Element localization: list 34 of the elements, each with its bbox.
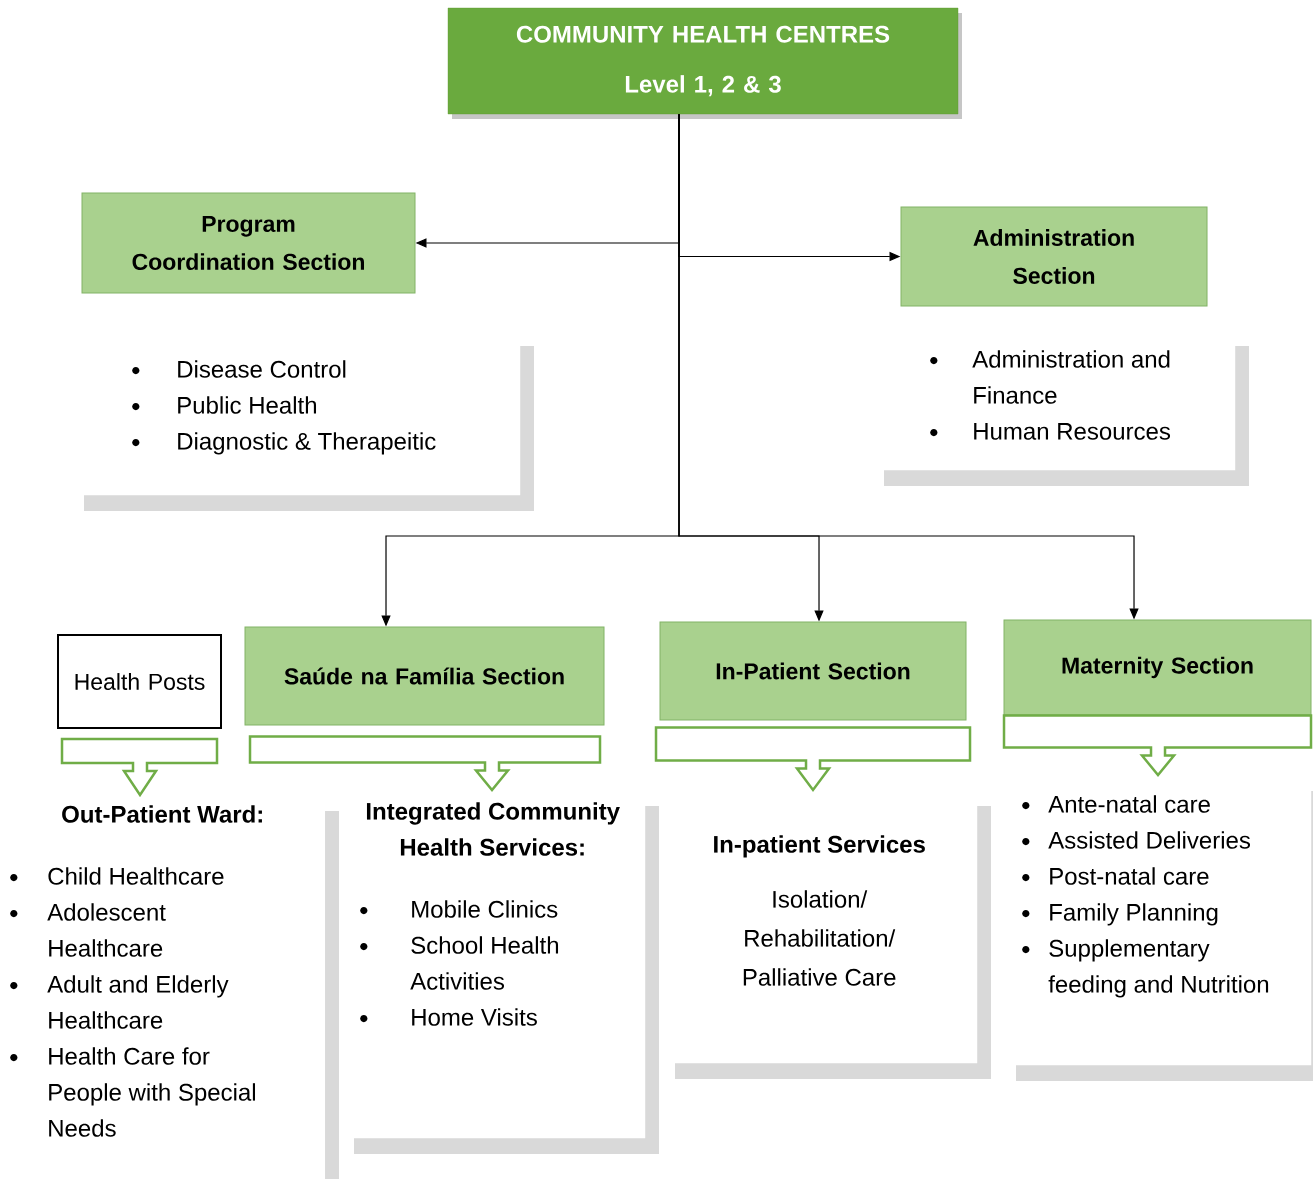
title-box: COMMUNITY HEALTH CENTRES Level 1, 2 & 3 (447, 7, 962, 119)
list-card: In-patient Services Isolation/ Rehabilitation/ Palliative Care (661, 790, 991, 1079)
node-label: Public Health (178, 396, 317, 414)
box: Health Posts (57, 634, 222, 729)
section-box: In-Patient Section (659, 621, 967, 721)
node-label: Health Care for People with Special Needs (49, 1047, 256, 1137)
node-label: Assisted Deliveries (1048, 831, 1251, 849)
node-label: Supplementary feeding and Nutrition (1048, 939, 1269, 998)
block-arrow (654, 726, 972, 793)
node-label: Ante-natal care (1048, 795, 1210, 813)
node-label: Adult and Elderly Healthcare (47, 975, 229, 1029)
block-arrow (60, 737, 219, 798)
node-label: Post-natal care (1050, 867, 1209, 885)
list-card: Integrated Community Health Services: Mobile Clinics School Health Activities Home Visits (340, 790, 659, 1154)
node-label: Child Healthcare (48, 867, 224, 885)
node-label: Disease Control (178, 360, 346, 378)
block-arrow (1002, 714, 1313, 777)
node-label: Out-Patient Ward: (62, 805, 262, 823)
node-label: Diagnostic & Therapeitic (178, 432, 436, 455)
list-card: Out-Patient Ward: Child Healthcare Adolescent Healthcare Adult and Elderly Healthcare Health Care for People with Special Needs (0, 795, 339, 1179)
node-label: Mobile Clinics (412, 900, 558, 918)
node-label: Family Planning (1050, 903, 1218, 926)
list-card: Disease Control Public Health Diagnostic & Therapeitic (70, 330, 534, 511)
node-label: Home Visits (412, 1008, 537, 1026)
list-card: Ante-natal care Assisted Deliveries Post-natal care Family Planning Supplementary feeding and Nutrition (1002, 775, 1313, 1081)
node-label: Integrated Community Health Services: (366, 802, 620, 856)
node-label: Adolescent Healthcare (47, 903, 166, 957)
block-arrow (248, 735, 602, 792)
section-box: Administration Section (900, 206, 1208, 307)
node-label: School Health Activities (410, 936, 559, 990)
section-box: Saúde na Família Section (244, 626, 605, 726)
section-box: Maternity Section (1003, 619, 1312, 716)
section-box: Program Coordination Section (81, 192, 416, 294)
list-card: Administration and Finance Human Resources (870, 330, 1249, 486)
